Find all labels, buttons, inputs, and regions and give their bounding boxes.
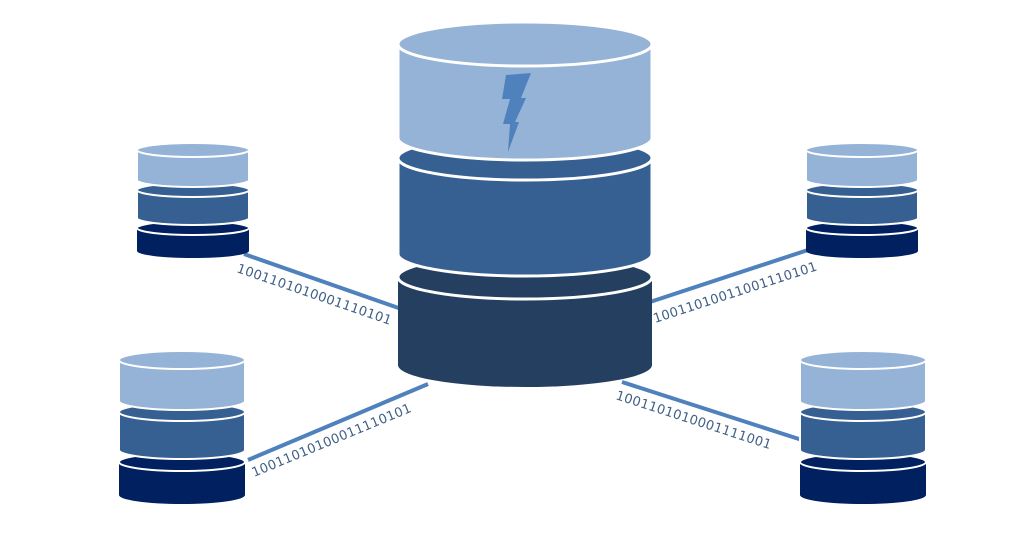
link-bottom-left-line <box>247 382 429 462</box>
database-node-top-right <box>805 142 919 258</box>
link-bottom-left-bits: 10011010100011110101 <box>250 401 414 480</box>
central-database <box>396 20 654 387</box>
database-node-top-left <box>136 142 250 258</box>
link-top-left-line <box>243 252 411 314</box>
database-node-bottom-right <box>799 350 927 504</box>
connection-lines <box>243 246 815 462</box>
link-top-left-bits: 1001101010001110101 <box>235 262 394 329</box>
database-node-bottom-left <box>118 350 246 504</box>
link-bottom-right-line <box>621 380 803 442</box>
lightning-bolt-icon <box>502 73 531 152</box>
link-bottom-right-bits: 1001101010001111001 <box>614 389 774 454</box>
central-database-tier-top <box>396 20 654 162</box>
link-top-right-line <box>649 246 815 304</box>
